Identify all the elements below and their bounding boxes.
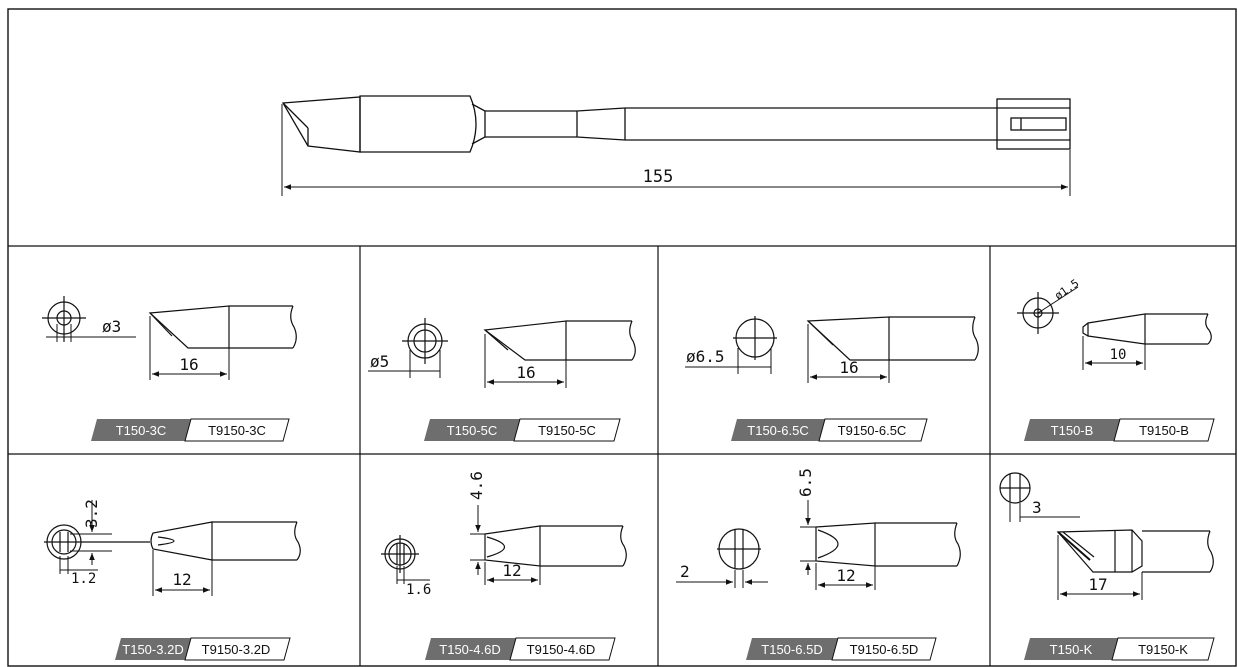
model-name-primary: T150-3C xyxy=(116,423,167,438)
model-tag-3-2d: T150-3.2D T9150-3.2D xyxy=(115,637,291,661)
length-label: 10 xyxy=(1110,347,1127,363)
model-name-primary: T150-3.2D xyxy=(122,642,183,657)
side-view-b xyxy=(1082,313,1212,370)
model-name-primary: T150-6.5D xyxy=(761,642,822,657)
length-label: 12 xyxy=(836,566,855,585)
diameter-label: ø3 xyxy=(102,317,121,336)
model-name-alt: T9150-B xyxy=(1139,423,1189,438)
overall-length-label: 155 xyxy=(643,167,674,187)
tip-cell-3-2d: 3.2 1.2 12 T150-3.2D T9150-3.2D xyxy=(44,499,301,661)
model-tag-4-6d: T150-4.6D T9150-4.6D xyxy=(425,637,616,661)
side-view-k xyxy=(1056,529,1214,600)
end-view-4-6d xyxy=(381,535,430,584)
length-label: 16 xyxy=(179,355,198,374)
model-tag-6-5d: T150-6.5D T9150-6.5D xyxy=(746,637,937,661)
side-view-4-6d xyxy=(470,505,627,585)
model-name-primary: T150-K xyxy=(1050,642,1093,657)
tip-cell-6-5c: ø6.5 16 T150-6.5C T9150-6.5C xyxy=(685,316,979,442)
tip-cell-k: 3 17 T150-K T9150-K xyxy=(999,472,1215,661)
tip-cell-5c: ø5 16 T150-5C T9150-5C xyxy=(368,318,636,442)
model-tag-k: T150-K T9150-K xyxy=(1024,637,1215,661)
diameter-label: ø1.5 xyxy=(1052,277,1081,303)
model-tag-5c: T150-5C T9150-5C xyxy=(424,418,621,442)
end-view-5c xyxy=(368,318,448,378)
tip-cell-6-5d: 2 6.5 12 T150-6.5D T9150-6.5D xyxy=(676,468,961,661)
diameter-label: ø6.5 xyxy=(686,347,725,366)
side-view-5c xyxy=(483,320,636,388)
length-label: 17 xyxy=(1088,575,1107,594)
end-view-b xyxy=(1017,286,1079,334)
side-view-3c xyxy=(148,305,297,380)
model-tag-b: T150-B T9150-B xyxy=(1024,418,1215,442)
blade-width-label: 3 xyxy=(1032,498,1042,517)
overall-tip-drawing xyxy=(281,95,1071,196)
model-name-alt: T9150-6.5D xyxy=(850,642,919,657)
model-name-primary: T150-6.5C xyxy=(747,423,808,438)
model-name-alt: T9150-3C xyxy=(208,423,266,438)
model-name-alt: T9150-5C xyxy=(538,423,596,438)
blade-thickness-label: 2 xyxy=(680,562,690,581)
model-tag-6-5c: T150-6.5C T9150-6.5C xyxy=(731,418,928,442)
model-name-alt: T9150-6.5C xyxy=(838,423,907,438)
model-name-alt: T9150-K xyxy=(1138,642,1188,657)
tip-cell-3c: ø3 16 T150-3C T9150-3C xyxy=(42,296,297,442)
blade-width-label: 6.5 xyxy=(796,468,815,497)
end-view-6-5c xyxy=(685,316,777,374)
side-view-3-2d xyxy=(150,521,301,596)
end-view-3c xyxy=(42,296,136,342)
end-view-k xyxy=(999,472,1080,522)
blade-thickness-label: 1.2 xyxy=(71,571,96,587)
blade-thickness-label: 1.6 xyxy=(406,582,431,598)
blade-width-label: 3.2 xyxy=(82,499,101,528)
model-name-primary: T150-B xyxy=(1051,423,1094,438)
length-label: 16 xyxy=(839,358,858,377)
end-view-3-2d xyxy=(44,500,150,574)
side-view-6-5c xyxy=(806,316,979,383)
model-name-alt: T9150-4.6D xyxy=(527,642,596,657)
end-view-6-5d xyxy=(676,528,768,588)
frame-grid xyxy=(7,8,1237,667)
tip-cell-4-6d: 1.6 4.6 12 T150-4.6D T9150-4.6D xyxy=(381,471,627,661)
diameter-label: ø5 xyxy=(370,352,389,371)
length-label: 12 xyxy=(502,561,521,580)
model-name-primary: T150-4.6D xyxy=(439,642,500,657)
length-label: 12 xyxy=(172,570,191,589)
side-view-6-5d xyxy=(800,500,961,590)
length-label: 16 xyxy=(516,363,535,382)
blade-width-label: 4.6 xyxy=(467,471,486,500)
model-tag-3c: T150-3C T9150-3C xyxy=(91,418,290,442)
model-name-alt: T9150-3.2D xyxy=(202,642,271,657)
tip-cell-b: ø1.5 10 T150-B T9150-B xyxy=(1017,277,1215,442)
model-name-primary: T150-5C xyxy=(447,423,498,438)
